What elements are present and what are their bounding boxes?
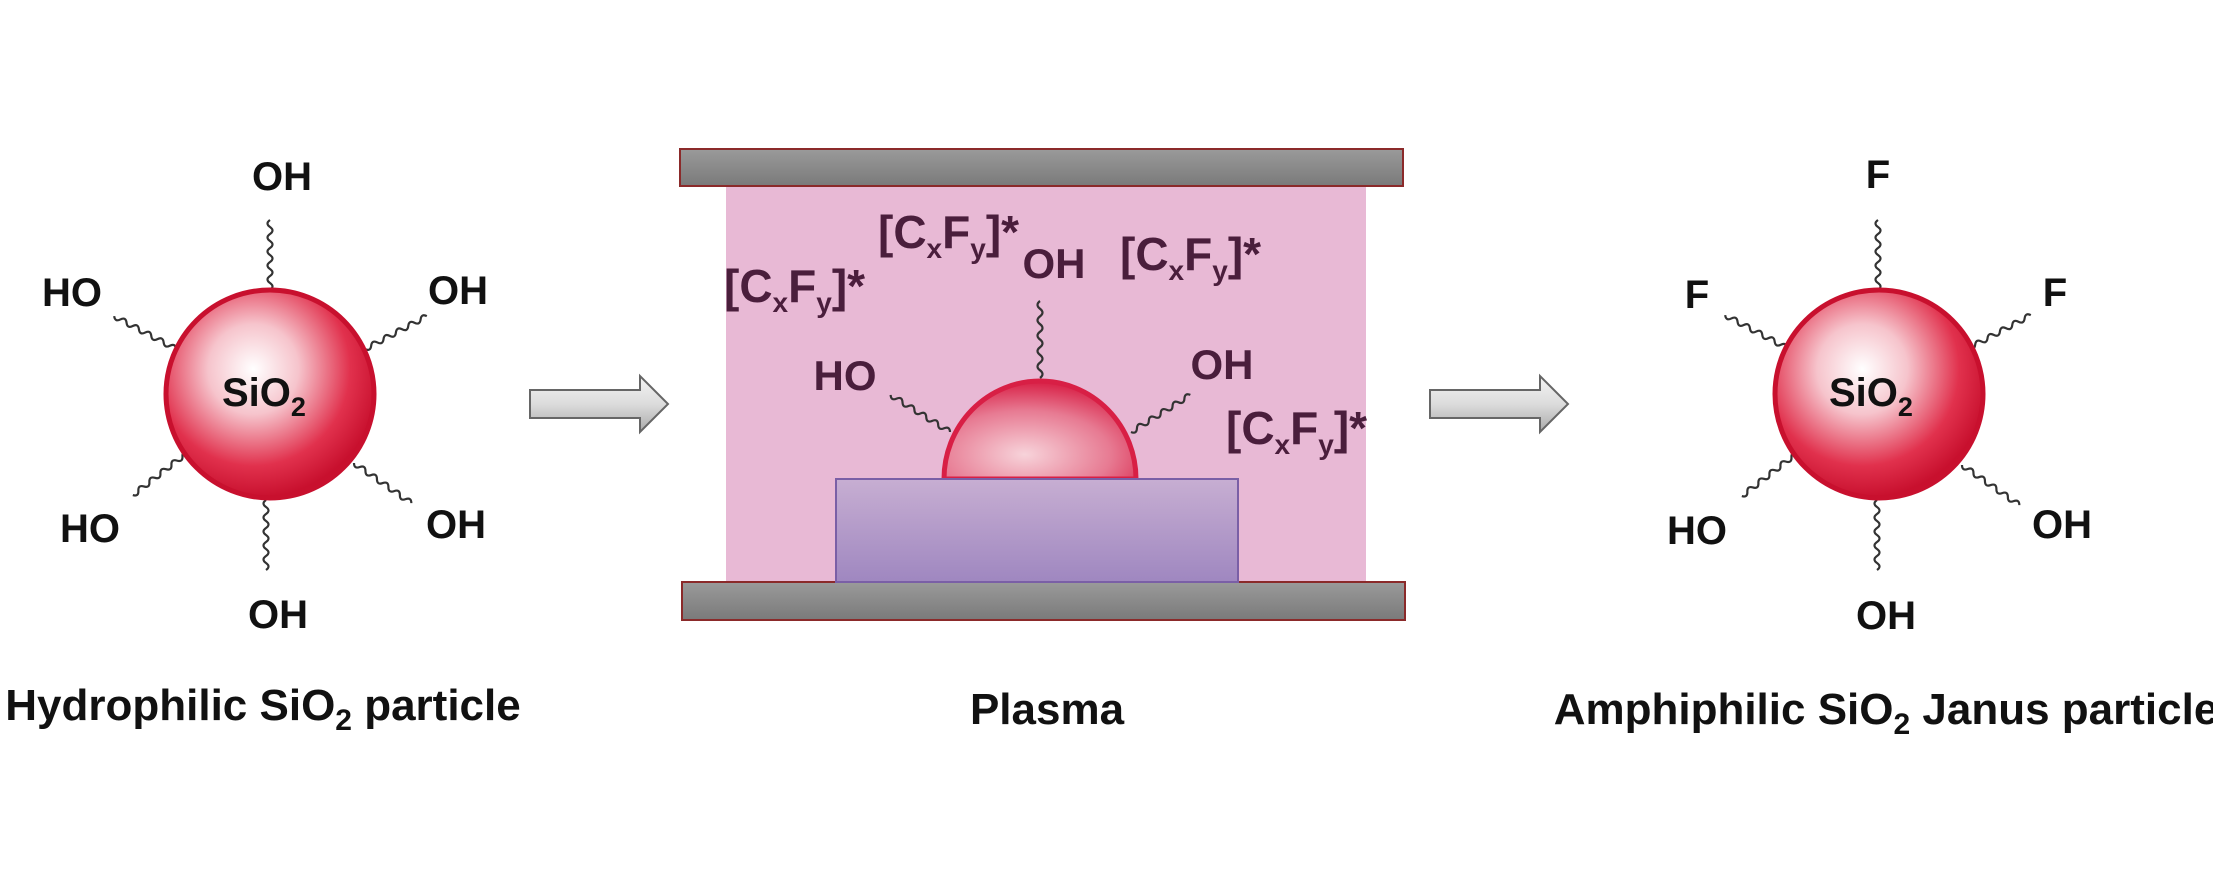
bond-bottom [262, 498, 270, 572]
radical-species-4: [CxFy]* [1226, 402, 1367, 460]
caption-right: Amphiphilic SiO2 Janus particle [1554, 685, 2213, 741]
bond-upper-right [362, 312, 430, 353]
dome-group-top: OH [1023, 240, 1086, 287]
dome-group-right: OH [1191, 341, 1254, 388]
bond-lower-right-r [1959, 461, 2022, 509]
bond-upper-left-r [1722, 311, 1790, 352]
sio2-sphere [163, 287, 377, 501]
bond-top [266, 218, 274, 292]
group-lower-left-r: HO [1667, 509, 1727, 553]
substrate [835, 478, 1239, 583]
radical-species-1: [CxFy]* [724, 260, 865, 318]
group-upper-right-r: F [2043, 271, 2067, 315]
group-top: OH [252, 155, 312, 199]
bond-upper-right-r [1966, 311, 2034, 352]
bond-upper-left [111, 312, 179, 353]
group-lower-right: OH [426, 503, 486, 547]
radical-species-3: [CxFy]* [1120, 228, 1261, 286]
sphere-label: SiO2 [222, 371, 306, 422]
group-bottom: OH [248, 593, 308, 637]
process-arrow-right [1429, 373, 1570, 435]
process-arrow-left [529, 373, 670, 435]
sio2-sphere-janus [1772, 287, 1986, 501]
caption-center: Plasma [970, 685, 1125, 734]
sphere-label-janus: SiO2 [1829, 371, 1913, 422]
group-upper-left-r: F [1685, 273, 1709, 317]
bottom-electrode [681, 581, 1406, 621]
bond-bottom-r [1873, 498, 1881, 572]
group-bottom-r: OH [1856, 594, 1916, 638]
bond-lower-left-r [1739, 449, 1800, 500]
top-electrode [679, 148, 1404, 187]
radical-species-2: [CxFy]* [878, 206, 1019, 264]
bond-top-r [1874, 218, 1882, 292]
partially-masked-particle [941, 378, 1139, 482]
bond-lower-right [351, 459, 414, 507]
group-lower-right-r: OH [2032, 503, 2092, 547]
group-upper-left: HO [42, 271, 102, 315]
group-lower-left: HO [60, 507, 120, 551]
group-top-r: F [1866, 153, 1890, 197]
hydrophilic-particle: SiO2 OH OH OH OH HO HO Hydrophilic SiO2 … [5, 155, 520, 737]
caption-left: Hydrophilic SiO2 particle [5, 681, 520, 737]
plasma-reactor: OH HO OH [CxFy]* [CxFy]* [CxFy]* [CxFy]*… [679, 148, 1406, 734]
group-upper-right: OH [428, 269, 488, 313]
janus-particle: SiO2 F F F OH OH HO Amphiphilic SiO2 Jan… [1554, 153, 2213, 741]
bond-lower-left [130, 448, 191, 499]
dome-group-left: HO [814, 352, 877, 399]
